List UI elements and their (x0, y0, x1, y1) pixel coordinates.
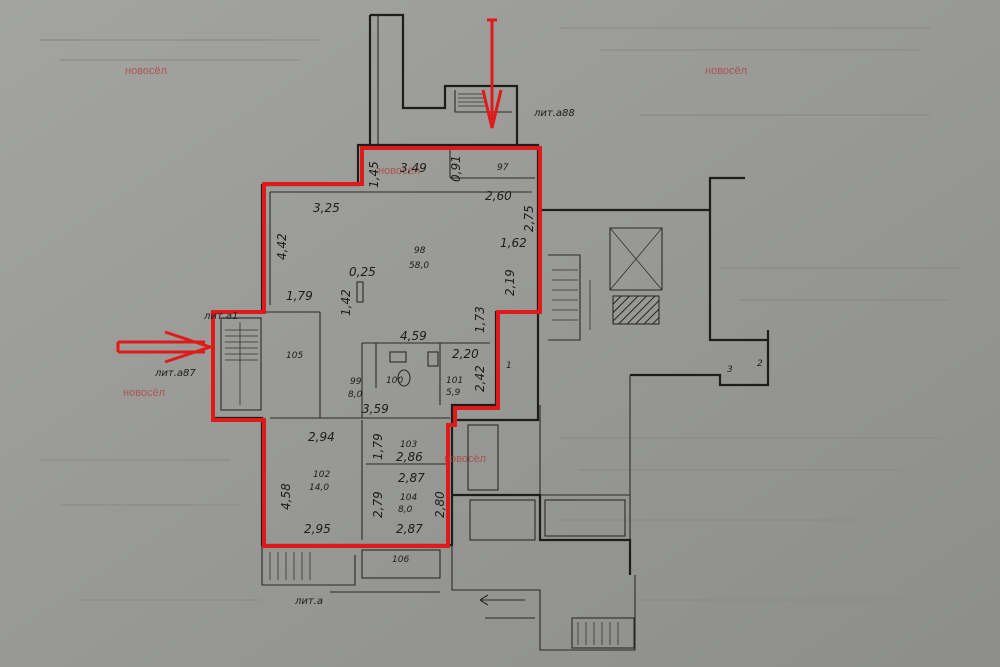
entrance-arrow-top (481, 18, 503, 129)
room-104-number: 104 (400, 493, 417, 503)
dim-1-45: 1,45 (367, 161, 381, 188)
entrance-arrow-left (116, 330, 215, 364)
watermark-3: новосёл (123, 387, 165, 399)
room-104-area: 8,0 (398, 505, 413, 515)
dim-2-87-b: 2,87 (396, 522, 423, 536)
room-101-number: 101 (446, 376, 463, 386)
dim-0-91: 0,91 (449, 155, 463, 182)
dim-2-42: 2,42 (473, 365, 487, 392)
room-101-area: 5,9 (446, 388, 461, 398)
dim-3-25: 3,25 (313, 201, 340, 215)
room-103-number: 103 (400, 440, 417, 450)
room-102-number: 102 (313, 470, 330, 480)
room-106-number: 106 (392, 555, 409, 565)
dim-1-73: 1,73 (473, 306, 487, 333)
watermark-logo: новосёл новосёл новосёл новосёл новосёл (123, 65, 747, 465)
dim-1-62: 1,62 (500, 236, 527, 250)
label-lit-a: лит.а (294, 596, 323, 607)
dim-4-59: 4,59 (400, 329, 427, 343)
property-boundary (211, 146, 542, 548)
adjacent-structure (261, 176, 770, 651)
dim-1-79-a: 1,79 (286, 289, 313, 303)
building-labels: лит.а88 лит.а1 лит.а87 лит.а (154, 108, 575, 607)
room-102-area: 14,0 (309, 483, 329, 493)
dim-1-42: 1,42 (339, 289, 353, 316)
dimension-labels: 3,49 0,91 1,45 2,60 3,25 2,75 4,42 1,62 … (275, 155, 763, 536)
dim-1-79-b: 1,79 (371, 433, 385, 460)
dim-2-19: 2,19 (503, 269, 517, 296)
label-lit-1: лит.а1 (203, 311, 238, 322)
room-99-area: 8,0 (348, 390, 363, 400)
dim-2-86: 2,86 (396, 450, 423, 464)
watermark-1: новосёл (125, 65, 167, 77)
dim-3-59: 3,59 (362, 402, 389, 416)
dim-4-58: 4,58 (279, 483, 293, 510)
watermark-5: новосёл (378, 165, 420, 177)
marker-1: 1 (506, 361, 512, 371)
label-lit-88: лит.а88 (533, 108, 575, 119)
marker-2: 2 (757, 359, 763, 369)
room-99-number: 99 (350, 377, 362, 387)
room-100-number: 100 (386, 376, 403, 386)
room-97-number: 97 (497, 163, 509, 173)
room-105-number: 105 (286, 351, 303, 361)
dim-2-60: 2,60 (485, 189, 512, 203)
dim-3-49: 3,49 (400, 161, 427, 175)
upper-stair-block (368, 13, 519, 145)
watermark-4: новосёл (444, 453, 486, 465)
watermark-2: новосёл (705, 65, 747, 77)
dim-2-79: 2,79 (371, 491, 385, 518)
room-98-area: 58,0 (409, 261, 429, 271)
dim-2-75: 2,75 (522, 205, 536, 232)
room-labels: 97 98 58,0 99 8,0 100 101 5,9 102 14,0 1… (286, 163, 509, 565)
dim-2-95: 2,95 (304, 522, 331, 536)
marker-3: 3 (727, 365, 733, 375)
dim-0-25: 0,25 (349, 265, 376, 279)
dim-2-94: 2,94 (308, 430, 335, 444)
label-lit-87: лит.а87 (154, 368, 196, 379)
dim-2-20: 2,20 (452, 347, 479, 361)
dim-4-42: 4,42 (275, 233, 289, 260)
background-text-lines (40, 27, 960, 601)
dim-2-80: 2,80 (433, 491, 447, 518)
room-98-number: 98 (414, 246, 426, 256)
dim-2-87-a: 2,87 (398, 471, 425, 485)
